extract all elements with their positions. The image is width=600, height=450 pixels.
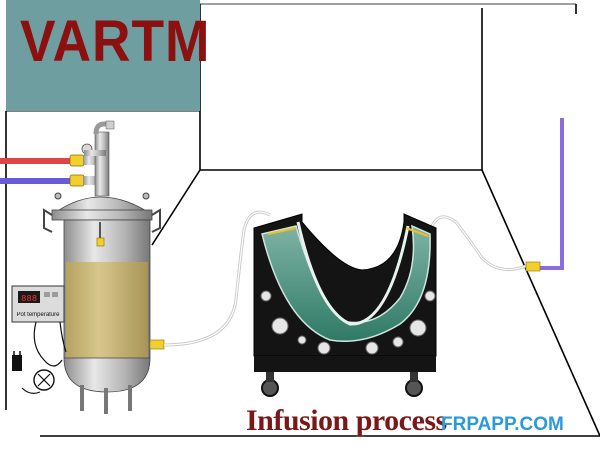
caster-wheel-icon: [405, 379, 423, 397]
air-pressure-pipe: [0, 158, 78, 164]
vacuum-line: [525, 118, 564, 272]
room-perspective-lines: [5, 3, 600, 437]
valve-icon: [69, 174, 85, 187]
pressure-pot: [43, 120, 165, 414]
vacuum-valve-icon: [525, 261, 541, 272]
watermark-text: FRPAPP.COM: [441, 414, 564, 435]
controller-label: Pot temperature: [16, 312, 60, 318]
vacuum-pipe: [0, 178, 78, 184]
temperature-controller: 888: [11, 285, 67, 394]
diagram-title: VARTM: [20, 9, 211, 74]
diagram-caption: Infusion process: [246, 404, 447, 437]
caster-wheel-icon: [261, 379, 279, 397]
title-banner: VARTM: [6, 0, 209, 111]
svg-text:888: 888: [21, 294, 37, 304]
vacuum-return-hose: [430, 215, 527, 272]
resin-level: [66, 262, 148, 358]
inlet-pipes: [0, 154, 100, 187]
valve-icon: [69, 154, 85, 167]
mold-cart: [253, 213, 437, 397]
outlet-valve-icon: [149, 339, 165, 350]
power-plug-icon: [12, 355, 22, 371]
